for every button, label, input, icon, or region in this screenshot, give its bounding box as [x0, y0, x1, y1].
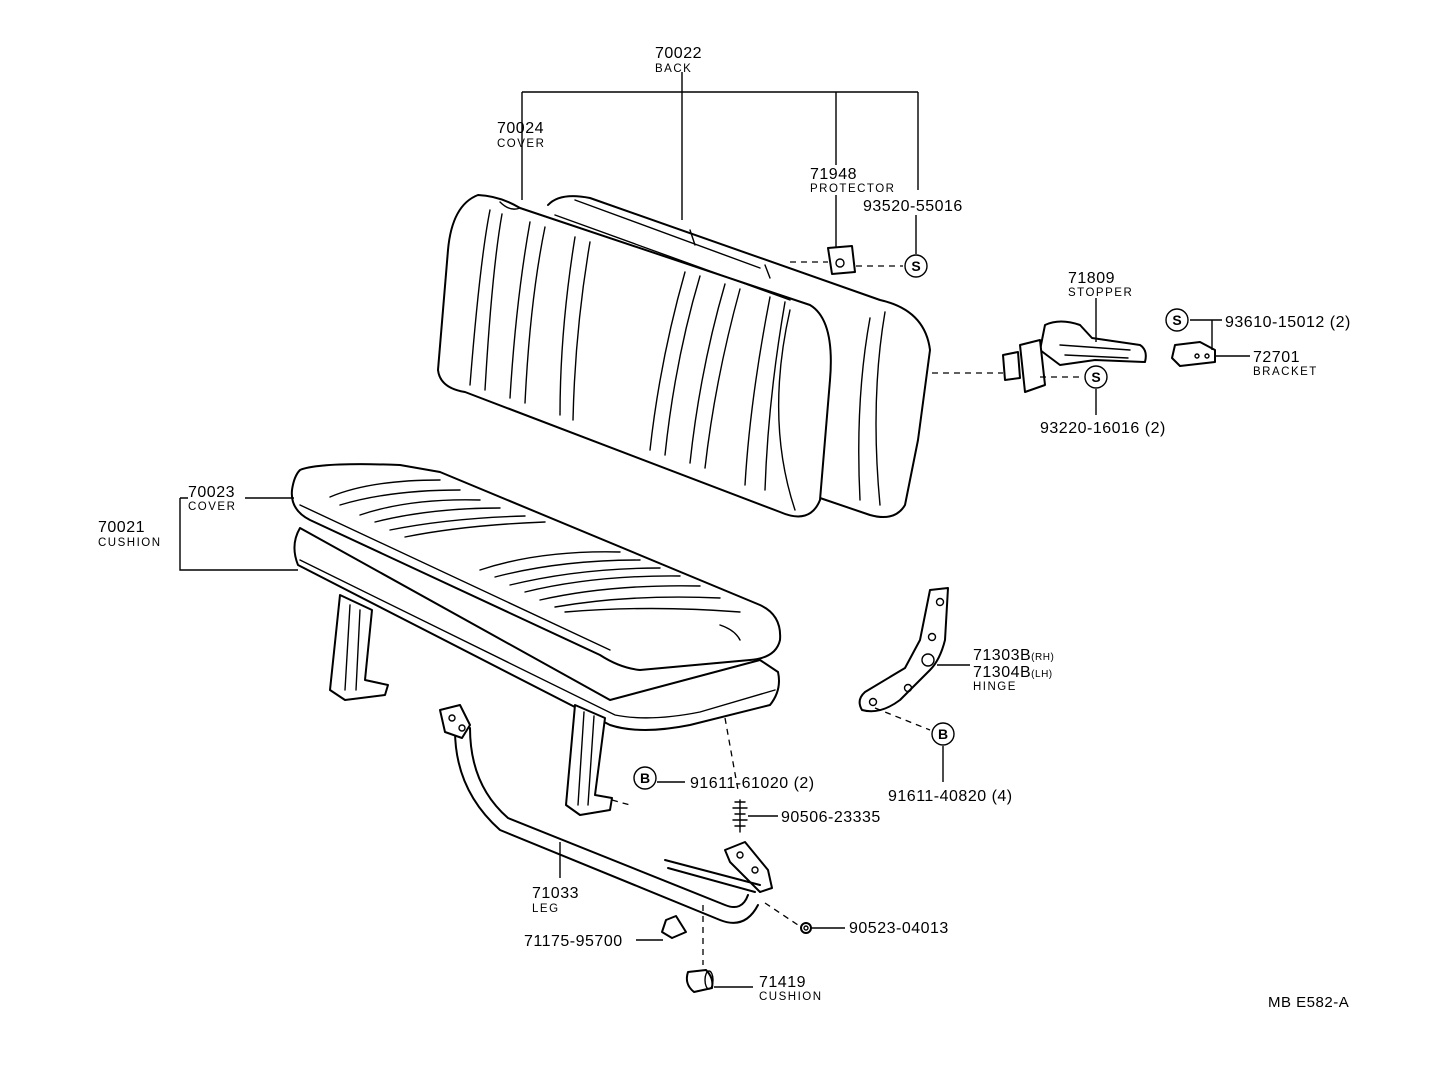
svg-text:71304B(LH): 71304B(LH) [973, 664, 1053, 681]
seat-cushion-drawing [290, 463, 782, 731]
protector-part-number: 71948 [810, 166, 857, 183]
svg-text:B: B [938, 726, 948, 742]
pin-90506-part-number: 90506-23335 [781, 809, 881, 826]
seat-back-drawing [437, 194, 931, 518]
cushion-part-number: 70021 [98, 519, 145, 536]
pin-90506-drawing [732, 799, 748, 833]
svg-text:71303B(RH): 71303B(RH) [973, 647, 1054, 664]
bracket-part-name: BRACKET [1253, 366, 1318, 378]
svg-text:S: S [911, 258, 920, 274]
washer-leader [764, 902, 799, 926]
leg-part-name: LEG [532, 903, 560, 915]
bolt-61020-part-number: 91611-61020 (2) [690, 775, 815, 792]
protector-screw-leader [790, 261, 903, 267]
back-part-number: 70022 [655, 45, 702, 62]
stopper-part-number: 71809 [1068, 270, 1115, 287]
leg-cushion-drawing [685, 969, 714, 993]
bolt-symbol-40820: B [931, 722, 955, 746]
screw-93520-part-number: 93520-55016 [863, 198, 963, 215]
washer-90523-part-number: 90523-04013 [849, 920, 949, 937]
bracket-part-number: 72701 [1253, 349, 1300, 366]
leg-drawing [439, 704, 773, 924]
stopper-part-name: STOPPER [1068, 287, 1133, 299]
back-bracket-lines [521, 72, 919, 220]
screw-symbol-93520: S [904, 254, 928, 278]
stopper-drawing [1002, 320, 1147, 393]
screw-symbol-93220: S [1084, 365, 1108, 389]
hinge-lh-tag: (LH) [1031, 669, 1052, 680]
cushion-cover-part-name: COVER [188, 501, 236, 513]
hinge-lh-part-number: 71304B [973, 664, 1031, 681]
screw-symbol-93610: S [1165, 308, 1189, 332]
svg-text:S: S [1091, 369, 1100, 385]
back-part-name: BACK [655, 63, 692, 75]
part-71175-part-number: 71175-95700 [524, 933, 623, 950]
hinge-rh-tag: (RH) [1031, 652, 1054, 663]
bracket-drawing [1171, 341, 1216, 367]
cushion-bolt-leader [724, 717, 739, 791]
back-cover-part-name: COVER [497, 138, 545, 150]
protector-part-name: PROTECTOR [810, 183, 896, 195]
screw-93610-part-number: 93610-15012 (2) [1225, 314, 1351, 331]
leg-part-number: 71033 [532, 885, 579, 902]
svg-text:B: B [640, 770, 650, 786]
hinge-bolt-leader [874, 707, 931, 731]
diagram-code: MB E582-A [1268, 994, 1349, 1011]
svg-text:S: S [1172, 312, 1181, 328]
washer-90523-drawing [800, 922, 812, 934]
hinge-part-name: HINGE [973, 681, 1017, 693]
bolt-40820-part-number: 91611-40820 (4) [888, 788, 1013, 805]
back-cover-part-number: 70024 [497, 120, 544, 137]
cushion-part-name: CUSHION [98, 537, 162, 549]
leg-cushion-part-name: CUSHION [759, 991, 823, 1003]
leg-cushion-part-number: 71419 [759, 974, 806, 991]
hinge-rh-part-number: 71303B [973, 647, 1031, 664]
leg-bolt-leader [611, 799, 631, 806]
part-71175-drawing [661, 915, 687, 939]
protector-drawing [827, 245, 856, 275]
cushion-callout-leaders [179, 497, 298, 571]
cushion-legs-drawing [329, 594, 613, 816]
hinge-callout: 71303B(RH) 71304B(LH) HINGE [973, 647, 1054, 693]
screw-93220-part-number: 93220-16016 (2) [1040, 420, 1166, 437]
screw-93610-leader [1190, 319, 1222, 350]
cushion-cover-part-number: 70023 [188, 484, 235, 501]
bolt-symbol-61020: B [633, 766, 657, 790]
hinge-drawing [858, 587, 949, 713]
